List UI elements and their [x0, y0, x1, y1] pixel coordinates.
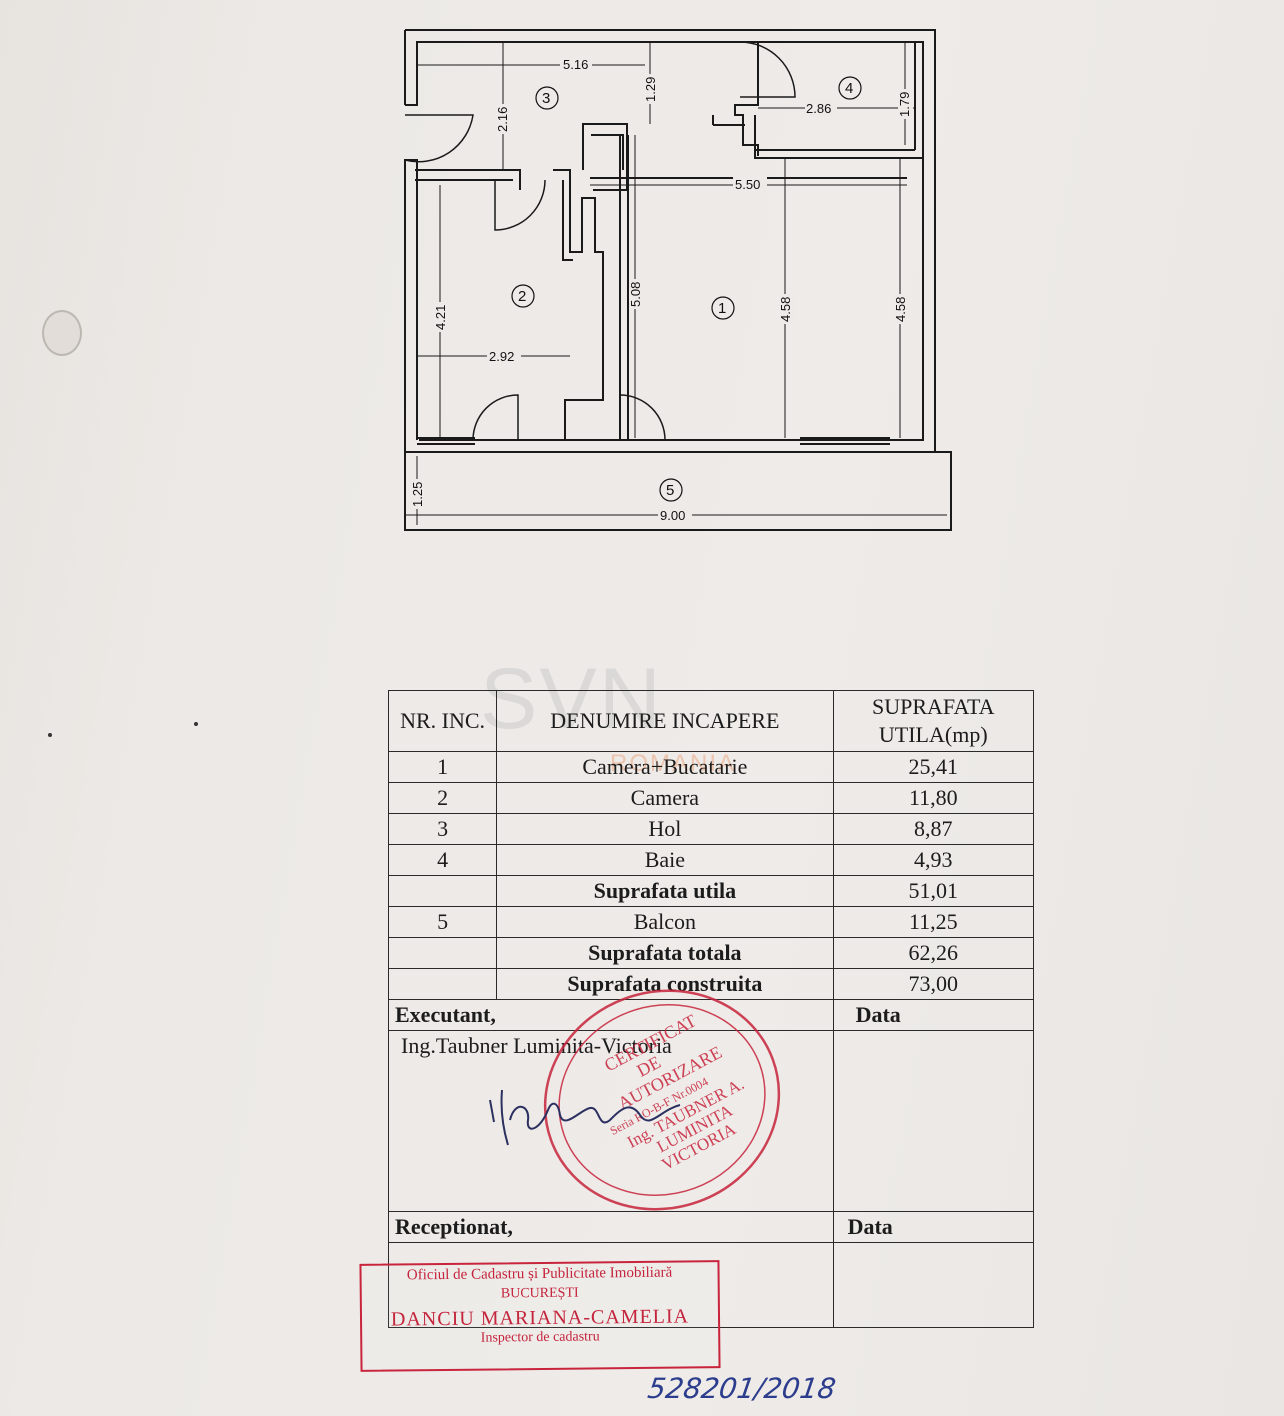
empty-cell	[387, 968, 498, 1000]
dim-label: 1.29	[643, 77, 658, 102]
row-area: 8,87	[832, 813, 1035, 845]
executant-label: Executant,	[388, 999, 834, 1031]
row-area: 4,93	[832, 844, 1035, 876]
row-area: 11,25	[832, 906, 1035, 938]
table-row-subtotal: Suprafata utila 51,01	[387, 875, 1035, 907]
empty-cell	[387, 875, 498, 907]
room-number: 5	[666, 482, 674, 499]
data-label-2-text: Data	[847, 1214, 893, 1239]
row-nr: 3	[387, 813, 498, 845]
table-row: 1 Camera+Bucatarie 25,41	[387, 751, 1035, 783]
dim-label: 4.21	[433, 305, 448, 330]
dim-label: 9.00	[660, 508, 685, 523]
dim-label: 2.86	[806, 101, 831, 116]
row-area: 25,41	[832, 751, 1035, 783]
dim-label: 5.16	[563, 57, 588, 72]
table-row: 4 Baie 4,93	[387, 844, 1035, 876]
total-label: Suprafata totala	[496, 937, 834, 969]
dim-label: 2.92	[489, 349, 514, 364]
row-nr: 4	[387, 844, 498, 876]
total-label-text: Suprafata totala	[588, 940, 742, 965]
rectangular-stamp: Oficiul de Cadastru și Publicitate Imobi…	[359, 1260, 721, 1372]
header-denumire: DENUMIRE INCAPERE	[496, 690, 834, 752]
row-nr: 1	[387, 751, 498, 783]
subtotal-area: 51,01	[832, 875, 1035, 907]
row-nr: 5	[387, 906, 498, 938]
dim-label: 1.25	[410, 482, 425, 507]
receptionat-label: Receptionat,	[388, 1211, 834, 1243]
header-nr: NR. INC.	[387, 690, 498, 752]
subtotal-label: Suprafata utila	[496, 875, 834, 907]
handwritten-number: 528201/2018	[645, 1372, 838, 1405]
stamp-rect-line3: DANCIU MARIANA-CAMELIA	[390, 1305, 690, 1331]
dim-label: 5.08	[628, 282, 643, 307]
receptionat-sign-row	[388, 1242, 1035, 1328]
table-row-total: Suprafata totala 62,26	[387, 937, 1035, 969]
dim-label: 1.79	[897, 92, 912, 117]
total-area: 62,26	[832, 937, 1035, 969]
executant-row: Executant, Data	[388, 999, 1035, 1031]
row-name: Balcon	[496, 906, 834, 938]
floor-plan: 5.16 1.29 2.16 2.86 1.79 5.50 5.08 4.21 …	[404, 29, 952, 531]
executant-sign-cell: Ing.Taubner Luminita-Victoria	[388, 1030, 834, 1212]
round-stamp: CERTIFICAT DE AUTORIZARE Seria RO-B-F Nr…	[543, 989, 781, 1211]
paper-dot	[48, 733, 52, 737]
data-label-text: Data	[855, 1002, 901, 1027]
executant-sign-row: Ing.Taubner Luminita-Victoria	[388, 1030, 1035, 1212]
receptionat-label-text: Receptionat,	[395, 1214, 513, 1239]
dim-label: 4.58	[893, 297, 908, 322]
executant-name: Ing.Taubner Luminita-Victoria	[401, 1033, 672, 1058]
empty-cell	[388, 1242, 834, 1328]
dim-label: 5.50	[735, 177, 760, 192]
room-number: 3	[542, 90, 550, 107]
receptionat-row: Receptionat, Data	[388, 1211, 1035, 1243]
subtotal-label-text: Suprafata utila	[593, 878, 737, 903]
room-number: 1	[718, 300, 726, 317]
row-name: Camera	[496, 782, 834, 814]
room-number: 2	[518, 288, 526, 305]
row-area: 11,80	[832, 782, 1035, 814]
empty-cell	[832, 1030, 1035, 1212]
table-header-row: NR. INC. DENUMIRE INCAPERE SUPRAFATA UTI…	[387, 690, 1035, 752]
dim-label: 2.16	[495, 107, 510, 132]
empty-cell	[387, 937, 498, 969]
header-suprafata: SUPRAFATA UTILA(mp)	[832, 690, 1035, 752]
signature	[489, 1089, 681, 1146]
room-number: 4	[845, 80, 853, 97]
row-name: Camera+Bucatarie	[496, 751, 834, 783]
dim-label: 4.58	[778, 297, 793, 322]
executant-label-text: Executant,	[395, 1002, 496, 1027]
areas-table: NR. INC. DENUMIRE INCAPERE SUPRAFATA UTI…	[387, 690, 1035, 1328]
data-label-2: Data	[832, 1211, 1035, 1243]
row-name: Baie	[496, 844, 834, 876]
table-row: 2 Camera 11,80	[387, 782, 1035, 814]
table-row: 3 Hol 8,87	[387, 813, 1035, 845]
stamp-rect-line1: Oficiul de Cadastru și Publicitate Imobi…	[406, 1264, 673, 1284]
paper-dot	[194, 722, 198, 726]
row-nr: 2	[387, 782, 498, 814]
stamp-rect-line2: BUCUREȘTI	[500, 1285, 579, 1302]
construita-area: 73,00	[832, 968, 1035, 1000]
empty-cell	[832, 1242, 1035, 1328]
data-label: Data	[832, 999, 1035, 1031]
row-name: Hol	[496, 813, 834, 845]
table-row: 5 Balcon 11,25	[387, 906, 1035, 938]
punch-hole	[42, 310, 82, 356]
